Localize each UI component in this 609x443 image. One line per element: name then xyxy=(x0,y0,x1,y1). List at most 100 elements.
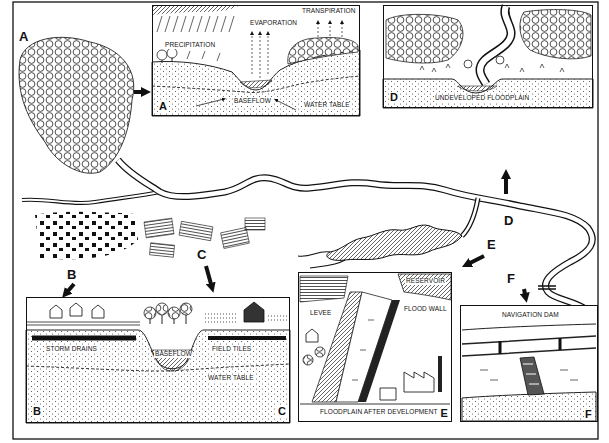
forest xyxy=(19,37,134,173)
panel-letter: B xyxy=(32,406,42,417)
inset-ground xyxy=(460,305,598,422)
flow-arrow xyxy=(276,100,296,110)
field xyxy=(300,276,348,302)
lock-wall xyxy=(462,336,596,356)
inset-ground xyxy=(383,5,593,108)
water-ripple xyxy=(480,370,578,380)
tree-trunk xyxy=(162,58,172,63)
panel-letter: C xyxy=(277,406,287,417)
annotation-text: WATER TABLE xyxy=(207,375,255,382)
crops xyxy=(205,314,288,322)
tree xyxy=(144,307,156,319)
inset-ground xyxy=(152,5,360,116)
transpiration-arrow xyxy=(330,22,331,36)
ground-section xyxy=(152,50,360,116)
tree xyxy=(167,48,177,58)
panel-letter: F xyxy=(584,409,593,420)
pointer-arrow xyxy=(524,289,525,294)
tree-trunk xyxy=(150,315,186,324)
reservoir xyxy=(327,225,462,260)
map-letter: C xyxy=(196,248,207,261)
channel xyxy=(462,198,478,236)
dam-symbol xyxy=(538,286,556,289)
map-letter: F xyxy=(506,272,516,285)
annotation-text: NAVIGATION DAM xyxy=(501,312,560,319)
water-table-line xyxy=(26,364,290,371)
field xyxy=(149,243,174,257)
annotation-text: FIELD TILES xyxy=(211,346,252,353)
barn xyxy=(244,302,264,322)
tree xyxy=(315,347,325,357)
field xyxy=(245,218,265,230)
inset-ground xyxy=(26,297,290,423)
tree xyxy=(303,355,313,365)
ground-line xyxy=(300,404,450,405)
pointer-arrow xyxy=(470,256,484,263)
inset-panel: UNDEVELOPED FLOODPLAIND xyxy=(383,5,593,108)
stream-water xyxy=(151,350,193,371)
pointer-arrow xyxy=(504,178,508,194)
tree xyxy=(157,50,167,60)
transpiration-arrow xyxy=(342,22,343,37)
annotation-text: TRANSPIRATION xyxy=(301,8,357,15)
trees xyxy=(288,37,358,64)
tree xyxy=(168,307,180,319)
pointer-arrow xyxy=(68,284,74,291)
annotation-text: PRECIPITATION xyxy=(164,42,216,49)
transpiration-arrow xyxy=(318,22,319,37)
annotation-text: WATER TABLE xyxy=(303,102,351,109)
map-letter: D xyxy=(503,214,514,227)
flow-arrow xyxy=(196,99,224,106)
water-table-line xyxy=(152,76,360,93)
annotation-text: RESERVOIR xyxy=(405,278,446,285)
factory xyxy=(404,372,434,392)
panel-letter: E xyxy=(440,408,449,419)
trees xyxy=(386,14,463,63)
town xyxy=(35,212,138,260)
house xyxy=(306,329,318,342)
tributary xyxy=(22,192,160,203)
storm-drain xyxy=(32,336,136,341)
flood-wall xyxy=(358,300,400,402)
trees xyxy=(520,10,591,59)
map-letter: A xyxy=(18,30,29,43)
field xyxy=(144,218,174,238)
tributary xyxy=(22,192,160,203)
wetland-marks xyxy=(420,64,564,72)
lock-gate xyxy=(500,338,560,354)
annotation-text: EVAPORATION xyxy=(249,20,298,27)
channel xyxy=(462,198,478,236)
evaporation-arrow xyxy=(260,33,261,78)
map-letter: B xyxy=(66,268,77,281)
evaporation-arrow xyxy=(268,33,269,74)
inset-panel: PRECIPITATION EVAPORATIONTRANSPIRATION BAS… xyxy=(152,5,360,116)
panel-letter: D xyxy=(389,92,399,103)
dam xyxy=(520,357,544,395)
pointer-arrow xyxy=(134,90,142,94)
tributary xyxy=(298,252,345,268)
field-tile xyxy=(208,336,286,340)
ground-section xyxy=(383,79,593,108)
annotation-text: BASEFLOW xyxy=(233,98,272,105)
stream-water xyxy=(240,80,272,88)
inset-panel: STORM DRAINSBASEFLOWFIELD TILESWATER TAB… xyxy=(26,297,290,423)
house xyxy=(50,303,104,318)
tree xyxy=(180,303,192,315)
river-bank xyxy=(462,392,596,421)
annotation-text: BASEFLOW xyxy=(154,351,193,358)
rain xyxy=(157,16,234,61)
inset-panel: RESERVOIRLEVEEFLOOD WALLFLOODPLAIN AFTER… xyxy=(298,272,452,422)
pointer-arrow xyxy=(206,266,211,284)
ground-section xyxy=(26,330,290,423)
evaporation-arrow xyxy=(252,33,253,74)
stream-water xyxy=(458,86,497,91)
inset-ground xyxy=(298,272,452,422)
tree xyxy=(156,303,168,315)
annotation-text: LEVEE xyxy=(309,310,332,317)
tree xyxy=(496,56,504,64)
annotation-text: FLOODPLAIN AFTER DEVELOPMENT xyxy=(319,409,439,416)
